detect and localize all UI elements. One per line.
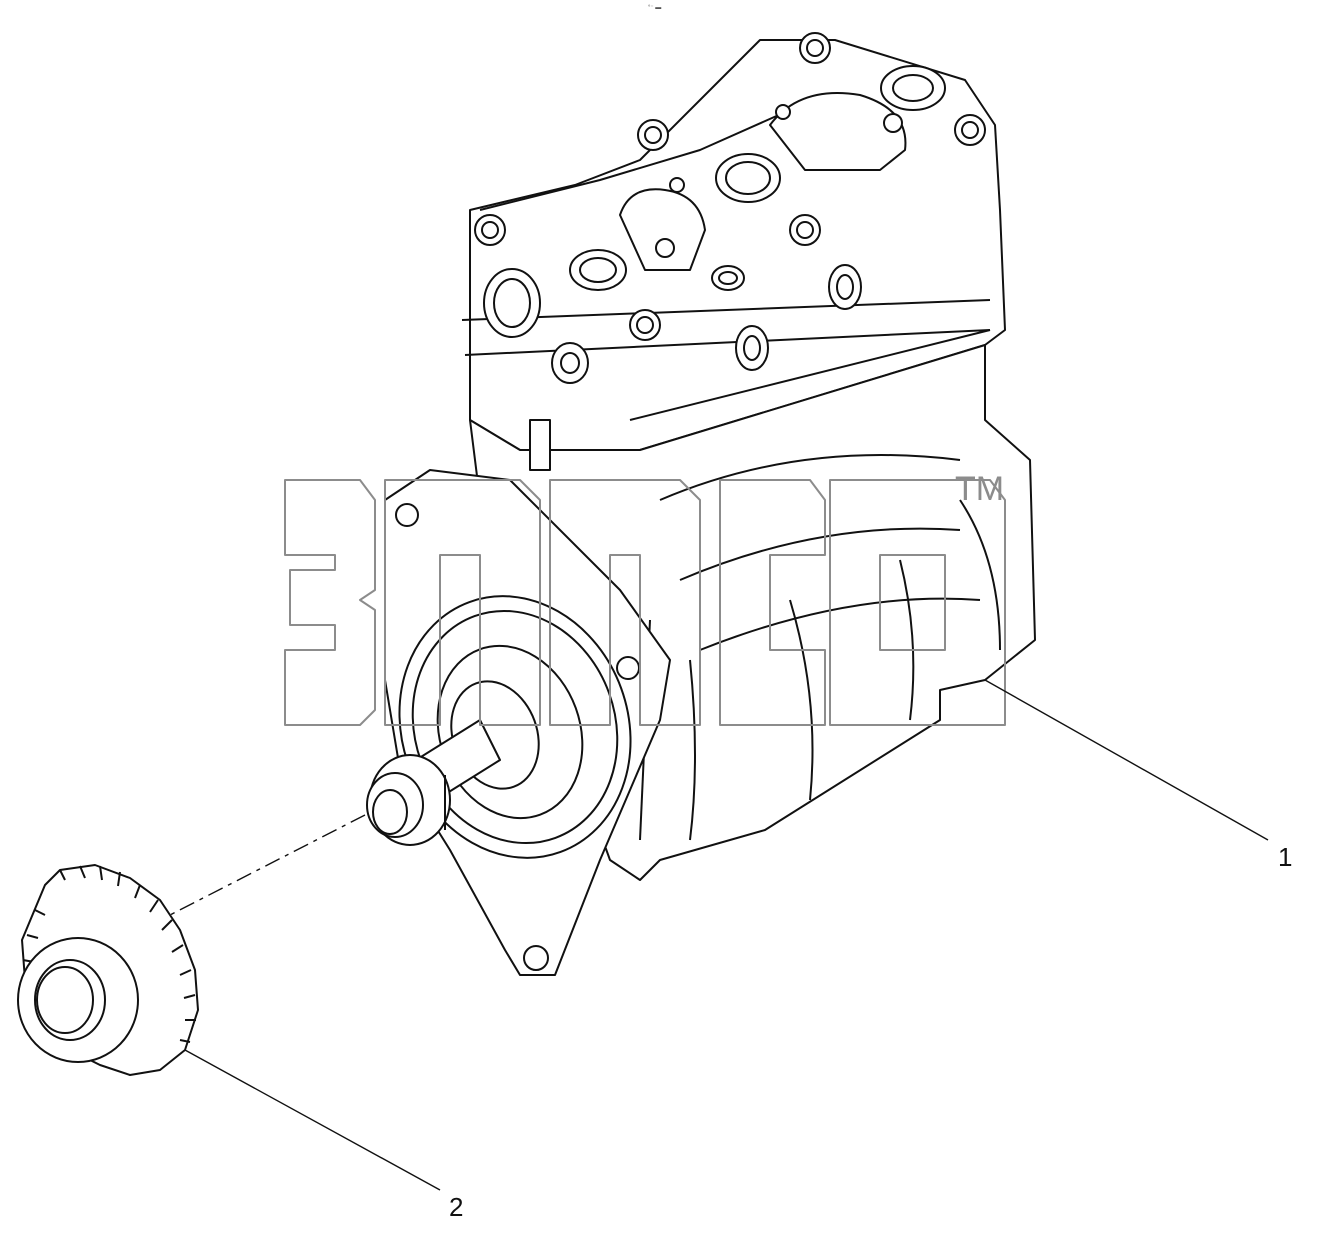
callout-1: 1 (1278, 842, 1293, 872)
leader-line-1 (984, 679, 1269, 841)
watermark-logo: TM (284, 470, 1006, 726)
drive-gear (17, 864, 199, 1076)
callout-2: 2 (449, 1192, 464, 1222)
cylinder-head (461, 32, 1006, 451)
watermark-tm: TM (955, 470, 1004, 508)
leader-lines (169, 679, 1269, 1191)
leader-line-2 (184, 1049, 441, 1191)
header-mark: °⁻ ▬ (648, 5, 662, 11)
bearing-housing (398, 595, 632, 859)
assembly-axis-line (169, 814, 366, 916)
drive-shaft (366, 719, 501, 846)
